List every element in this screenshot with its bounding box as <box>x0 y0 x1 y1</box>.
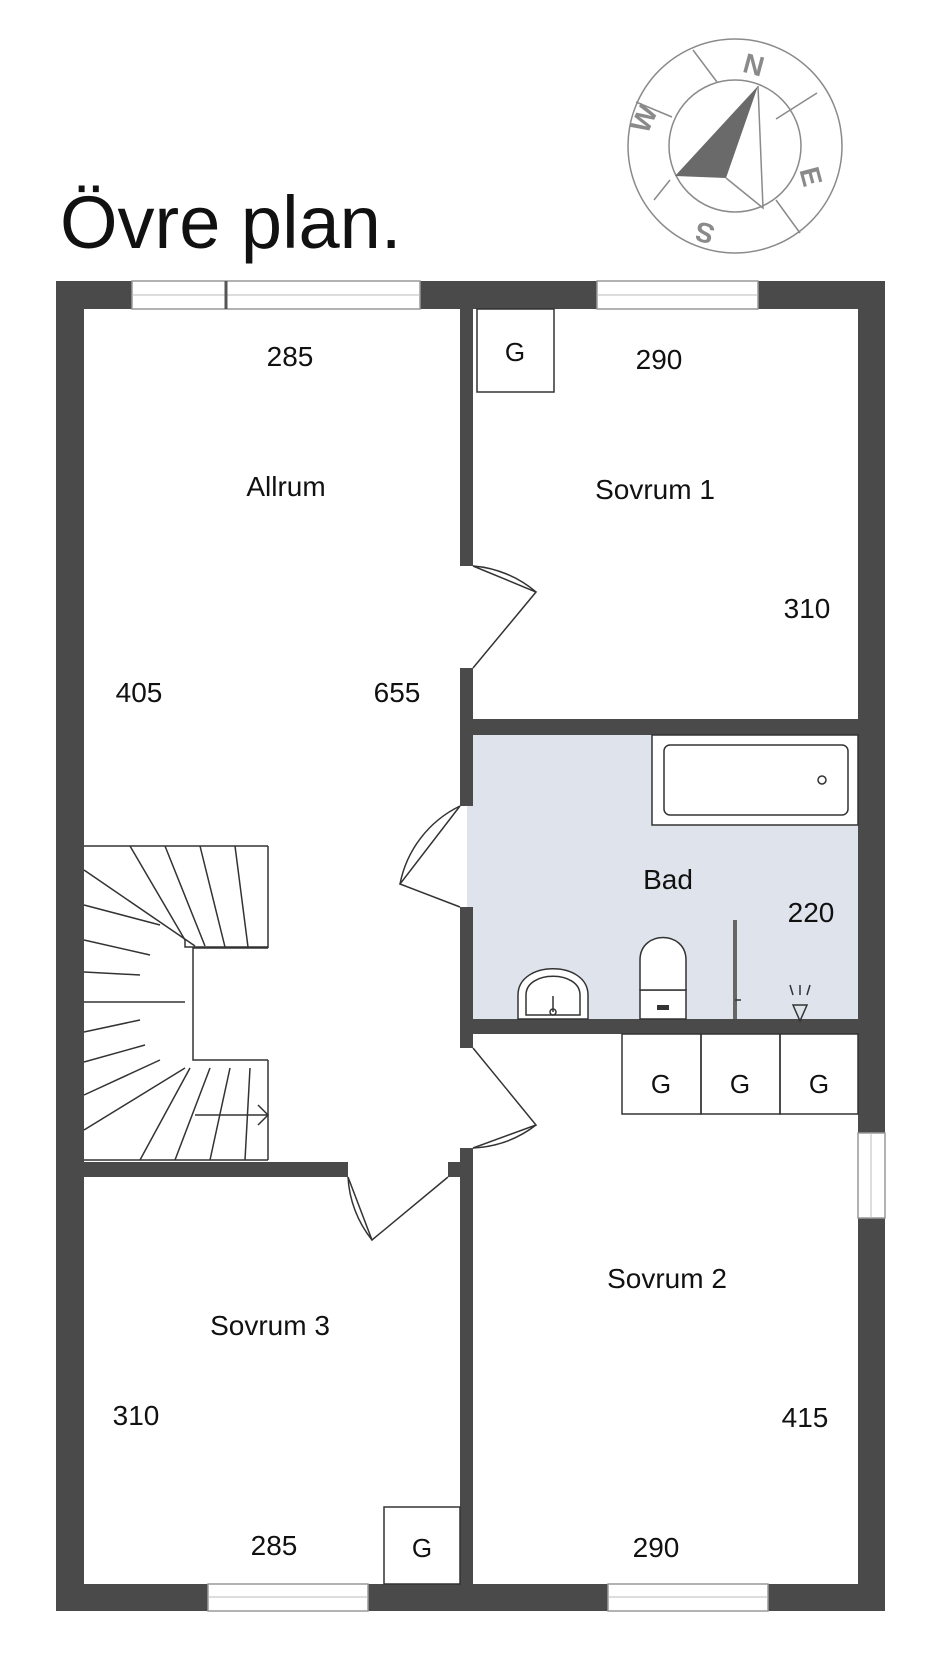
room-label-sovrum3: Sovrum 3 <box>210 1310 330 1341</box>
compass-e: E <box>793 164 828 190</box>
windows <box>131 280 886 1612</box>
staircase <box>83 845 270 1161</box>
wardrobe-sovrum1-label: G <box>505 337 525 367</box>
dim-sovrum1-right: 310 <box>784 593 831 624</box>
room-labels: Allrum Sovrum 1 Bad Sovrum 2 Sovrum 3 <box>210 471 727 1341</box>
wardrobe-hall-3-label: G <box>809 1069 829 1099</box>
room-label-bad: Bad <box>643 864 693 895</box>
wardrobe-hall-1-label: G <box>651 1069 671 1099</box>
dimension-labels: 285 405 655 290 310 220 415 290 310 285 <box>113 341 835 1563</box>
bathtub-icon <box>651 734 859 826</box>
compass-n: N <box>740 47 768 82</box>
dim-sovrum1-top: 290 <box>636 344 683 375</box>
compass-w: W <box>624 100 664 138</box>
compass-s: S <box>692 215 718 250</box>
wardrobe-hall-3 <box>779 1033 859 1115</box>
doors <box>347 565 538 1242</box>
dim-bad: 220 <box>788 897 835 928</box>
outer-walls <box>56 281 885 1611</box>
toilet-icon <box>639 936 687 1020</box>
room-label-sovrum1: Sovrum 1 <box>595 474 715 505</box>
dim-allrum-left: 405 <box>116 677 163 708</box>
compass-icon: N E S W <box>624 38 843 254</box>
wardrobe-sovrum3 <box>383 1506 461 1585</box>
dim-allrum-top: 285 <box>267 341 314 372</box>
compass-needle <box>675 86 758 178</box>
wardrobe-sovrum3-label: G <box>412 1533 432 1563</box>
room-label-sovrum2: Sovrum 2 <box>607 1263 727 1294</box>
interior-walls <box>84 309 858 1584</box>
dim-sovrum3-bottom: 285 <box>251 1530 298 1561</box>
shower-icon <box>789 984 811 1023</box>
dim-sovrum2-right: 415 <box>782 1402 829 1433</box>
dim-allrum-right: 655 <box>374 677 421 708</box>
dim-sovrum2-bottom: 290 <box>633 1532 680 1563</box>
bathroom-fixtures <box>517 734 859 1023</box>
shower-screen <box>733 920 741 1019</box>
wardrobe-hall-2-label: G <box>730 1069 750 1099</box>
plan-title: Övre plan. <box>60 181 401 264</box>
sink-icon <box>517 968 589 1020</box>
wardrobe-sovrum1 <box>476 308 555 393</box>
room-label-allrum: Allrum <box>246 471 325 502</box>
dim-sovrum3-left: 310 <box>113 1400 160 1431</box>
wardrobes: G G G G G <box>383 308 859 1585</box>
